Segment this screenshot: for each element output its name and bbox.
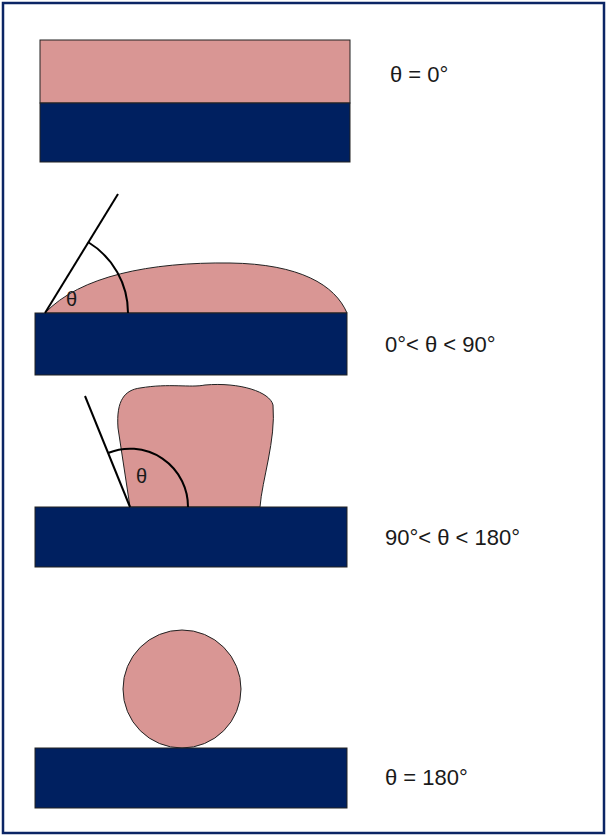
tangent-line [45,194,118,313]
liquid-drop [45,263,347,313]
substrate [35,507,347,567]
angle-symbol: θ [66,289,77,309]
liquid-drop [118,384,274,507]
angle-arc [108,449,188,507]
substrate [35,313,347,375]
liquid-drop [123,630,241,748]
frame [3,3,604,833]
angle-arc [88,242,128,313]
angle-case-label: θ = 180° [385,767,468,789]
angle-case-label: 0°< θ < 90° [385,334,496,356]
tangent-line [85,396,130,507]
angle-symbol: θ [136,466,147,486]
substrate [40,103,350,162]
angle-case-label: θ = 0° [390,64,448,86]
substrate [35,748,347,808]
liquid-film [40,40,350,103]
angle-case-label: 90°< θ < 180° [385,527,520,549]
